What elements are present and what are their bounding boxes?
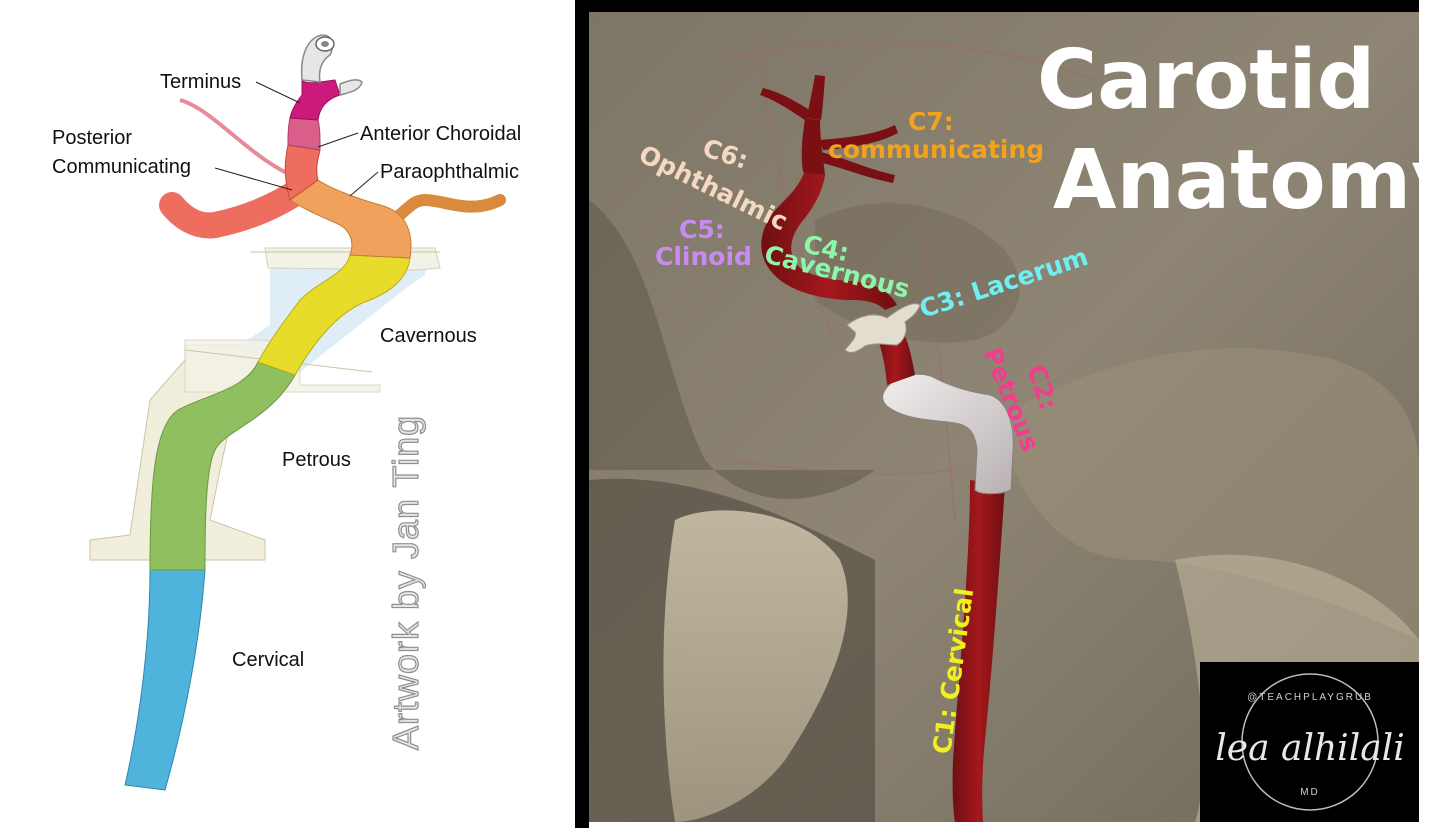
logo-suffix: MD xyxy=(1300,787,1320,798)
internal-carotid-artery xyxy=(760,75,1014,822)
label-c7-name: communicating xyxy=(828,135,1044,164)
schematic-diagram: Terminus Posterior Communicating Anterio… xyxy=(52,34,521,791)
label-c5-number: C5: xyxy=(679,215,725,244)
label-cavernous: Cavernous xyxy=(380,325,477,347)
label-communicating: Communicating xyxy=(52,156,191,178)
label-cervical: Cervical xyxy=(232,649,304,671)
label-paraophthalmic: Paraophthalmic xyxy=(380,161,519,183)
title-line-1: Carotid xyxy=(1037,33,1375,128)
label-posterior: Posterior xyxy=(52,127,132,149)
artery-branches xyxy=(159,98,506,239)
leader-lines xyxy=(214,81,379,197)
carotid-vessel xyxy=(124,34,412,791)
anatomy-illustration: Carotid Anatomy C1: Cervical C2: Petrous… xyxy=(575,0,1437,828)
title-line-2: Anatomy xyxy=(1053,133,1437,228)
logo-handle: @TEACHPLAYGRUB xyxy=(1247,692,1373,703)
cervical-segment xyxy=(124,569,206,791)
label-c7-number: C7: xyxy=(908,107,954,136)
label-petrous: Petrous xyxy=(282,449,351,471)
author-logo: @TEACHPLAYGRUB lea alhilali MD xyxy=(1200,662,1419,822)
label-terminus: Terminus xyxy=(160,71,241,93)
artwork-credit: Artwork by Jan Ting xyxy=(385,415,426,750)
label-anterior-choroidal: Anterior Choroidal xyxy=(360,123,521,145)
anatomy-image-panel: Carotid Anatomy C1: Cervical C2: Petrous… xyxy=(575,0,1437,828)
label-c5-name: Clinoid xyxy=(655,242,752,271)
logo-ring xyxy=(1241,673,1379,811)
paraophthalmic-segment xyxy=(289,179,412,259)
terminus-segment xyxy=(289,78,341,121)
schematic-diagram-panel: Terminus Posterior Communicating Anterio… xyxy=(0,0,578,828)
choroidal-segment xyxy=(287,117,321,151)
logo-name: lea alhilali xyxy=(1215,728,1404,769)
